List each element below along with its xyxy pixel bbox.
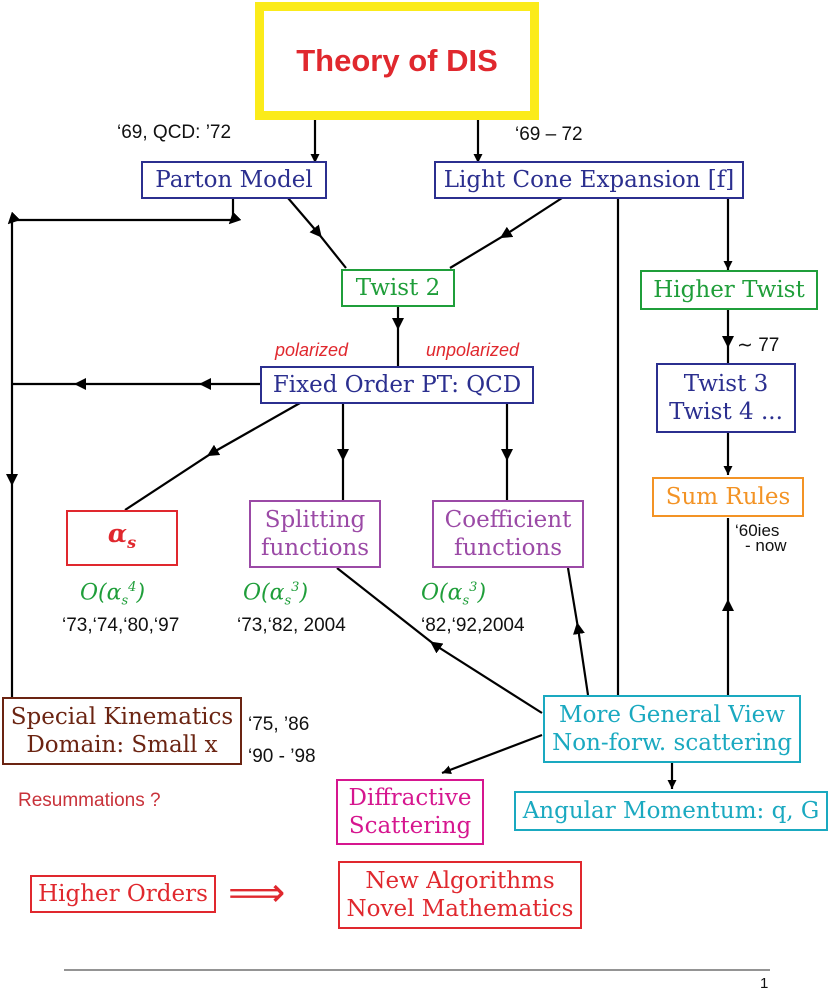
twist4-label: Twist 4 ... — [669, 399, 783, 425]
alpha-s-label: αs — [107, 518, 137, 552]
higher-twist-box: Higher Twist — [640, 270, 818, 310]
splitting-order-label: O(αs3) — [243, 580, 309, 609]
edge-general-splitting — [336, 567, 543, 714]
splitting-years-label: ‘73,‘82, 2004 — [237, 615, 346, 636]
general-label-2: Non-forw. scattering — [552, 730, 792, 756]
fixed-order-label: Fixed Order PT: QCD — [272, 372, 522, 398]
fixed-order-box: Fixed Order PT: QCD — [260, 366, 534, 404]
alpha-s-box: αs — [66, 510, 178, 566]
coefficient-order-label: O(αs3) — [421, 580, 487, 609]
new-algorithms-box: New Algorithms Novel Mathematics — [338, 861, 582, 929]
light-cone-label: Light Cone Expansion [f] — [443, 167, 735, 193]
edge-lightcone-twist2 — [449, 197, 563, 269]
edge-general-coefficient — [566, 567, 590, 696]
higher-orders-box: Higher Orders — [30, 875, 216, 913]
parton-dates-label: ‘69, QCD: ’72 — [117, 122, 232, 143]
higher-twist-label: Higher Twist — [653, 277, 805, 303]
edge-fixedorder-alphas — [124, 402, 301, 511]
edge-parton-left-rail — [6, 198, 242, 697]
coefficient-functions-box: Coefficient functions — [432, 500, 584, 568]
twist3-date-label: ∼ 77 — [737, 335, 780, 356]
parton-model-box: Parton Model — [141, 161, 327, 199]
title-box: Theory of DIS — [255, 2, 539, 120]
resummations-label: Resummations ? — [18, 790, 161, 811]
special-dates-1: ‘75, ’86 — [248, 714, 310, 735]
twist3-label: Twist 3 — [683, 371, 769, 397]
edge-general-diffractive — [441, 733, 543, 775]
alpha-order-label: O(αs4) — [80, 580, 146, 609]
diffractive-label-2: Scattering — [348, 813, 472, 839]
edge-parton-twist2 — [287, 197, 347, 269]
page-number: 1 — [760, 975, 769, 992]
general-view-box: More General View Non-forw. scattering — [543, 695, 801, 763]
diffractive-box: Diffractive Scattering — [336, 779, 484, 845]
polarized-label: polarized — [275, 340, 349, 360]
splitting-functions-box: Splitting functions — [249, 500, 381, 568]
parton-model-label: Parton Model — [155, 167, 313, 193]
special-dates-2: ‘90 - ’98 — [248, 746, 316, 767]
angular-label: Angular Momentum: q, G — [522, 798, 820, 824]
special-kinematics-box: Special Kinematics Domain: Small x — [2, 697, 242, 765]
coefficient-label-2: functions — [453, 535, 563, 561]
sum-rules-box: Sum Rules — [652, 477, 804, 517]
light-cone-box: Light Cone Expansion [f] — [434, 161, 744, 199]
sum-rules-dates-1: ‘60ies — [735, 521, 780, 540]
diffractive-label-1: Diffractive — [348, 785, 472, 811]
sum-rules-label: Sum Rules — [665, 484, 791, 510]
splitting-label-1: Splitting — [264, 507, 366, 533]
special-label-1: Special Kinematics — [10, 704, 234, 730]
coefficient-label-1: Coefficient — [444, 507, 572, 533]
new-algorithms-label-2: Novel Mathematics — [346, 896, 574, 922]
general-label-1: More General View — [559, 702, 785, 728]
twist34-box: Twist 3 Twist 4 ... — [656, 363, 796, 433]
special-label-2: Domain: Small x — [26, 732, 218, 758]
unpolarized-label: unpolarized — [426, 340, 520, 360]
alpha-years-label: ‘73,‘74,‘80,‘97 — [62, 615, 180, 636]
twist2-box: Twist 2 — [341, 269, 455, 307]
coefficient-years-label: ‘82,‘92,2004 — [421, 615, 525, 636]
splitting-label-2: functions — [260, 535, 370, 561]
angular-momentum-box: Angular Momentum: q, G — [514, 791, 828, 831]
title-text: Theory of DIS — [296, 43, 498, 78]
higher-orders-label: Higher Orders — [38, 881, 208, 907]
lightcone-dates-label: ‘69 – 72 — [515, 124, 583, 145]
sum-rules-dates-2: - now — [745, 536, 787, 555]
twist2-label: Twist 2 — [355, 275, 441, 301]
new-algorithms-label-1: New Algorithms — [365, 868, 555, 894]
implies-arrow-icon: ⟹ — [228, 870, 286, 916]
